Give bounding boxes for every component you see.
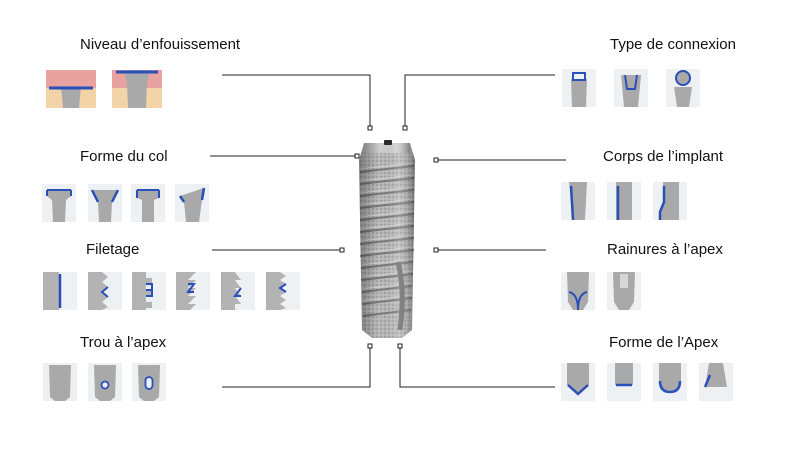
label-forme-col: Forme du col (80, 148, 168, 165)
label-rainures-apex: Rainures à l’apex (607, 241, 723, 258)
ball-head-icon (666, 69, 700, 107)
no-thread-icon (43, 272, 77, 310)
oval-hole-icon (132, 363, 166, 401)
no-grooves-icon (607, 272, 641, 310)
v-thread-icon (88, 272, 122, 310)
tissue-level-icon (112, 70, 162, 108)
micro-thread-icon (266, 272, 300, 310)
implant-illustration (359, 140, 415, 338)
label-type-connexion: Type de connexion (610, 36, 736, 53)
pointed-apex-icon (561, 363, 595, 401)
connector-lines (210, 74, 566, 388)
internal-flat-icon (562, 69, 596, 107)
label-trou-apex: Trou à l’apex (80, 334, 167, 351)
hybrid-body-icon (653, 182, 687, 220)
angled-apex-icon (699, 363, 733, 401)
no-hole-icon (43, 363, 77, 401)
rounded-apex-icon (653, 363, 687, 401)
reverse-buttress-icon (221, 272, 255, 310)
narrow-collar-icon (131, 184, 165, 222)
buttress-thread-icon (176, 272, 210, 310)
angled-collar-icon (175, 184, 209, 222)
label-corps-implant: Corps de l’implant (603, 148, 724, 165)
parallel-body-icon (607, 182, 641, 220)
flat-apex-icon (607, 363, 641, 401)
label-forme-apex: Forme de l’Apex (609, 334, 719, 351)
straight-collar-icon (42, 184, 76, 222)
label-filetage: Filetage (86, 241, 140, 258)
bone-level-icon (46, 70, 96, 108)
square-thread-icon (132, 272, 166, 310)
round-hole-icon (88, 363, 122, 401)
label-niveau-enfouissement: Niveau d’enfouissement (80, 36, 241, 53)
conical-connection-icon (614, 69, 648, 107)
tapered-body-icon (561, 182, 595, 221)
apical-grooves-icon (561, 272, 595, 311)
conical-collar-icon (88, 184, 122, 222)
connector-endpoints (339, 125, 439, 349)
